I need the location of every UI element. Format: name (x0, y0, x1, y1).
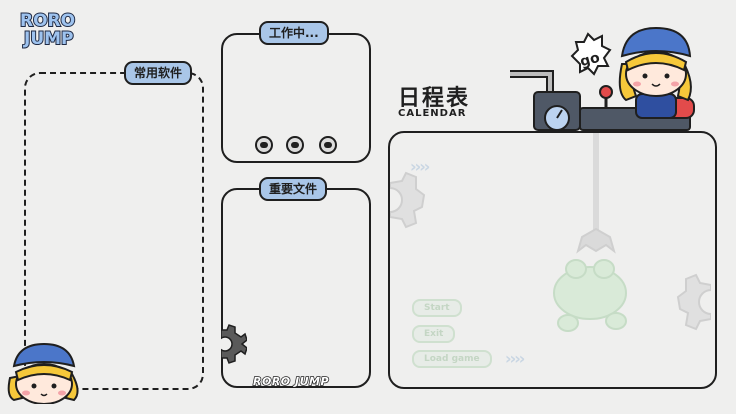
logo-line-2: JUMP (23, 29, 75, 49)
files-panel-label: 重要文件 (259, 177, 328, 201)
calendar-background-art (390, 133, 711, 332)
girl-avatar-bottom (7, 342, 79, 404)
exit-button[interactable]: Exit (412, 325, 456, 343)
working-button-3[interactable] (319, 136, 337, 154)
roro-jump-wordmark: RORO JUMP (252, 374, 330, 389)
gear-icon (221, 324, 247, 364)
go-bubble-text: go (578, 50, 601, 71)
chevron-right-icon-top: ›››› (410, 157, 430, 176)
working-button-2[interactable] (286, 136, 304, 154)
claw-machine-illustration: go (510, 26, 695, 131)
roro-jump-logo: RORO JUMP (19, 11, 90, 49)
calendar-panel (388, 131, 717, 389)
working-panel (221, 33, 371, 163)
load-game-button[interactable]: Load game (412, 350, 492, 368)
start-button[interactable]: Start (412, 299, 462, 317)
apps-panel (24, 72, 204, 390)
working-panel-label: 工作中... (259, 21, 329, 45)
calendar-subtitle: CALENDAR (398, 108, 467, 119)
working-button-1[interactable] (255, 136, 273, 154)
files-panel (221, 188, 371, 388)
logo-line-1: RORO (19, 11, 76, 31)
apps-panel-label: 常用软件 (124, 61, 193, 85)
chevron-right-icon-bottom: ›››› (505, 349, 525, 368)
calendar-title: 日程表 (398, 86, 471, 111)
